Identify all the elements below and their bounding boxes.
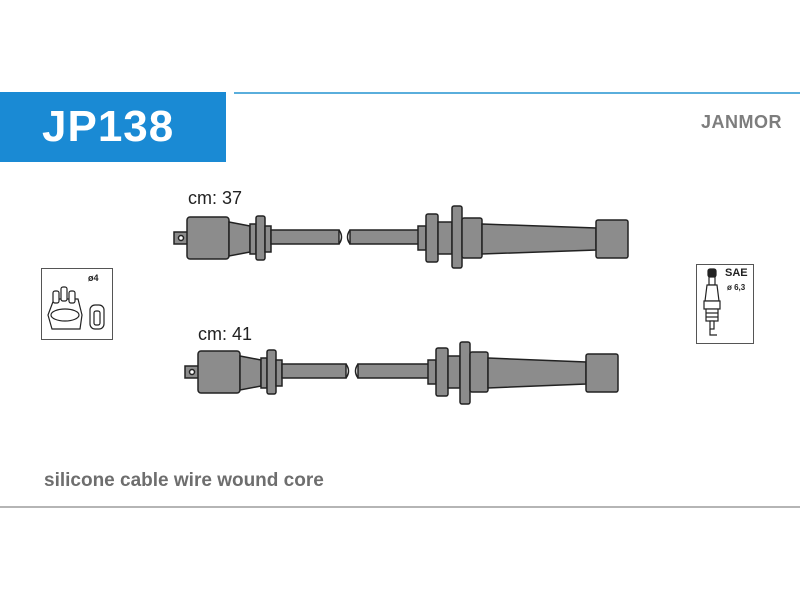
part-code: JP138 <box>42 102 175 151</box>
wire-2-distributor-boot <box>197 350 241 394</box>
wire-2-cable-right <box>357 363 431 379</box>
wire-1-cable-right <box>349 229 421 245</box>
wire-2-boot-taper <box>239 355 262 391</box>
sparkplug-diameter-label: ø 6,3 <box>727 283 746 292</box>
sparkplug-standard-label: SAE <box>725 267 748 279</box>
wire-1-plug-flange-a <box>425 213 439 263</box>
wire-1-boot-flange <box>255 215 266 261</box>
wire-2-plug-boot <box>487 357 587 389</box>
wire-1-distributor-boot <box>186 216 230 260</box>
wire-2-plug-flange-b <box>459 341 471 405</box>
wire-2 <box>184 341 619 405</box>
wire-2-cable-left <box>281 363 347 379</box>
wire-1-plug-cap <box>595 219 629 259</box>
product-description: silicone cable wire wound core <box>44 470 324 491</box>
part-code-badge: JP138 <box>0 92 226 162</box>
wire-1-plug-flange-b <box>451 205 463 269</box>
distributor-cap-icon <box>47 286 105 330</box>
wire-2-plug-cap <box>585 353 619 393</box>
footer-divider <box>0 506 800 508</box>
wire-1-length: cm: 37 <box>188 188 243 208</box>
wire-2-plug-flange-a <box>435 347 449 397</box>
spark-plug-icon <box>703 268 721 336</box>
wire-2-length: cm: 41 <box>198 324 253 344</box>
wire-1-boot-taper <box>228 221 251 257</box>
wire-1 <box>173 205 629 269</box>
wire-1-plug-boot <box>481 223 597 255</box>
distributor-terminal-icon: ø4 <box>41 268 113 340</box>
sparkplug-terminal-icon: SAE ø 6,3 <box>696 264 754 344</box>
wire-1-cable-left <box>270 229 340 245</box>
distributor-diameter-label: ø4 <box>88 273 99 283</box>
wire-2-boot-flange <box>266 349 277 395</box>
header-divider <box>234 92 800 94</box>
brand-name: JANMOR <box>700 112 782 132</box>
